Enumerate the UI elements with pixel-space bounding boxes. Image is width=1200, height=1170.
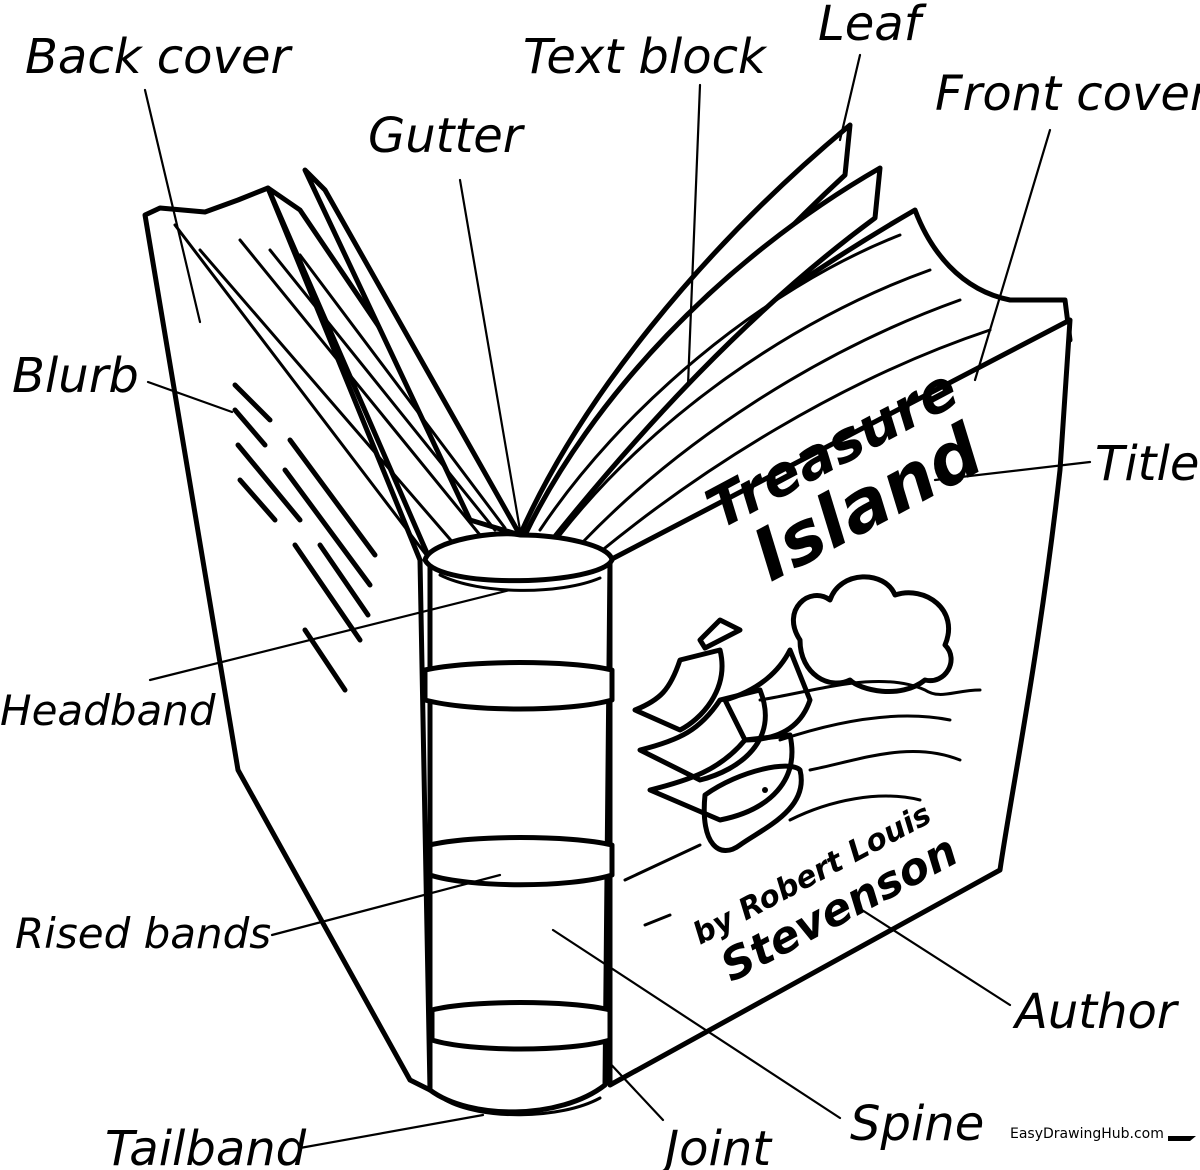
label-blurb: Blurb [12, 348, 139, 404]
back-cover-drawing [142, 185, 433, 1093]
label-tailband: Tailband [105, 1121, 307, 1170]
cover-illustration [623, 574, 982, 927]
front-cover-drawing [607, 317, 1073, 1088]
leader-lines [143, 53, 1092, 1150]
label-spine: Spine [850, 1096, 984, 1152]
label-rised-bands: Rised bands [15, 909, 271, 958]
watermark-text: EasyDrawingHub.com [1010, 1126, 1164, 1142]
label-leaf: Leaf [818, 0, 927, 52]
label-front-cover: Front cover [935, 66, 1200, 122]
right-pages-drawing [517, 122, 1073, 563]
blurb-lines [232, 382, 378, 693]
pencil-icon [1168, 1136, 1196, 1141]
watermark-logo: EasyDrawingHub.com [1010, 1126, 1196, 1142]
label-title: Title [1095, 436, 1199, 492]
label-joint: Joint [657, 1121, 773, 1170]
label-text-block: Text block [523, 29, 768, 85]
label-author: Author [1012, 984, 1180, 1040]
spine-drawing [422, 531, 615, 1117]
label-back-cover: Back cover [25, 29, 293, 85]
label-gutter: Gutter [368, 108, 526, 164]
label-headband: Headband [0, 686, 216, 735]
left-pages-drawing [173, 167, 523, 563]
